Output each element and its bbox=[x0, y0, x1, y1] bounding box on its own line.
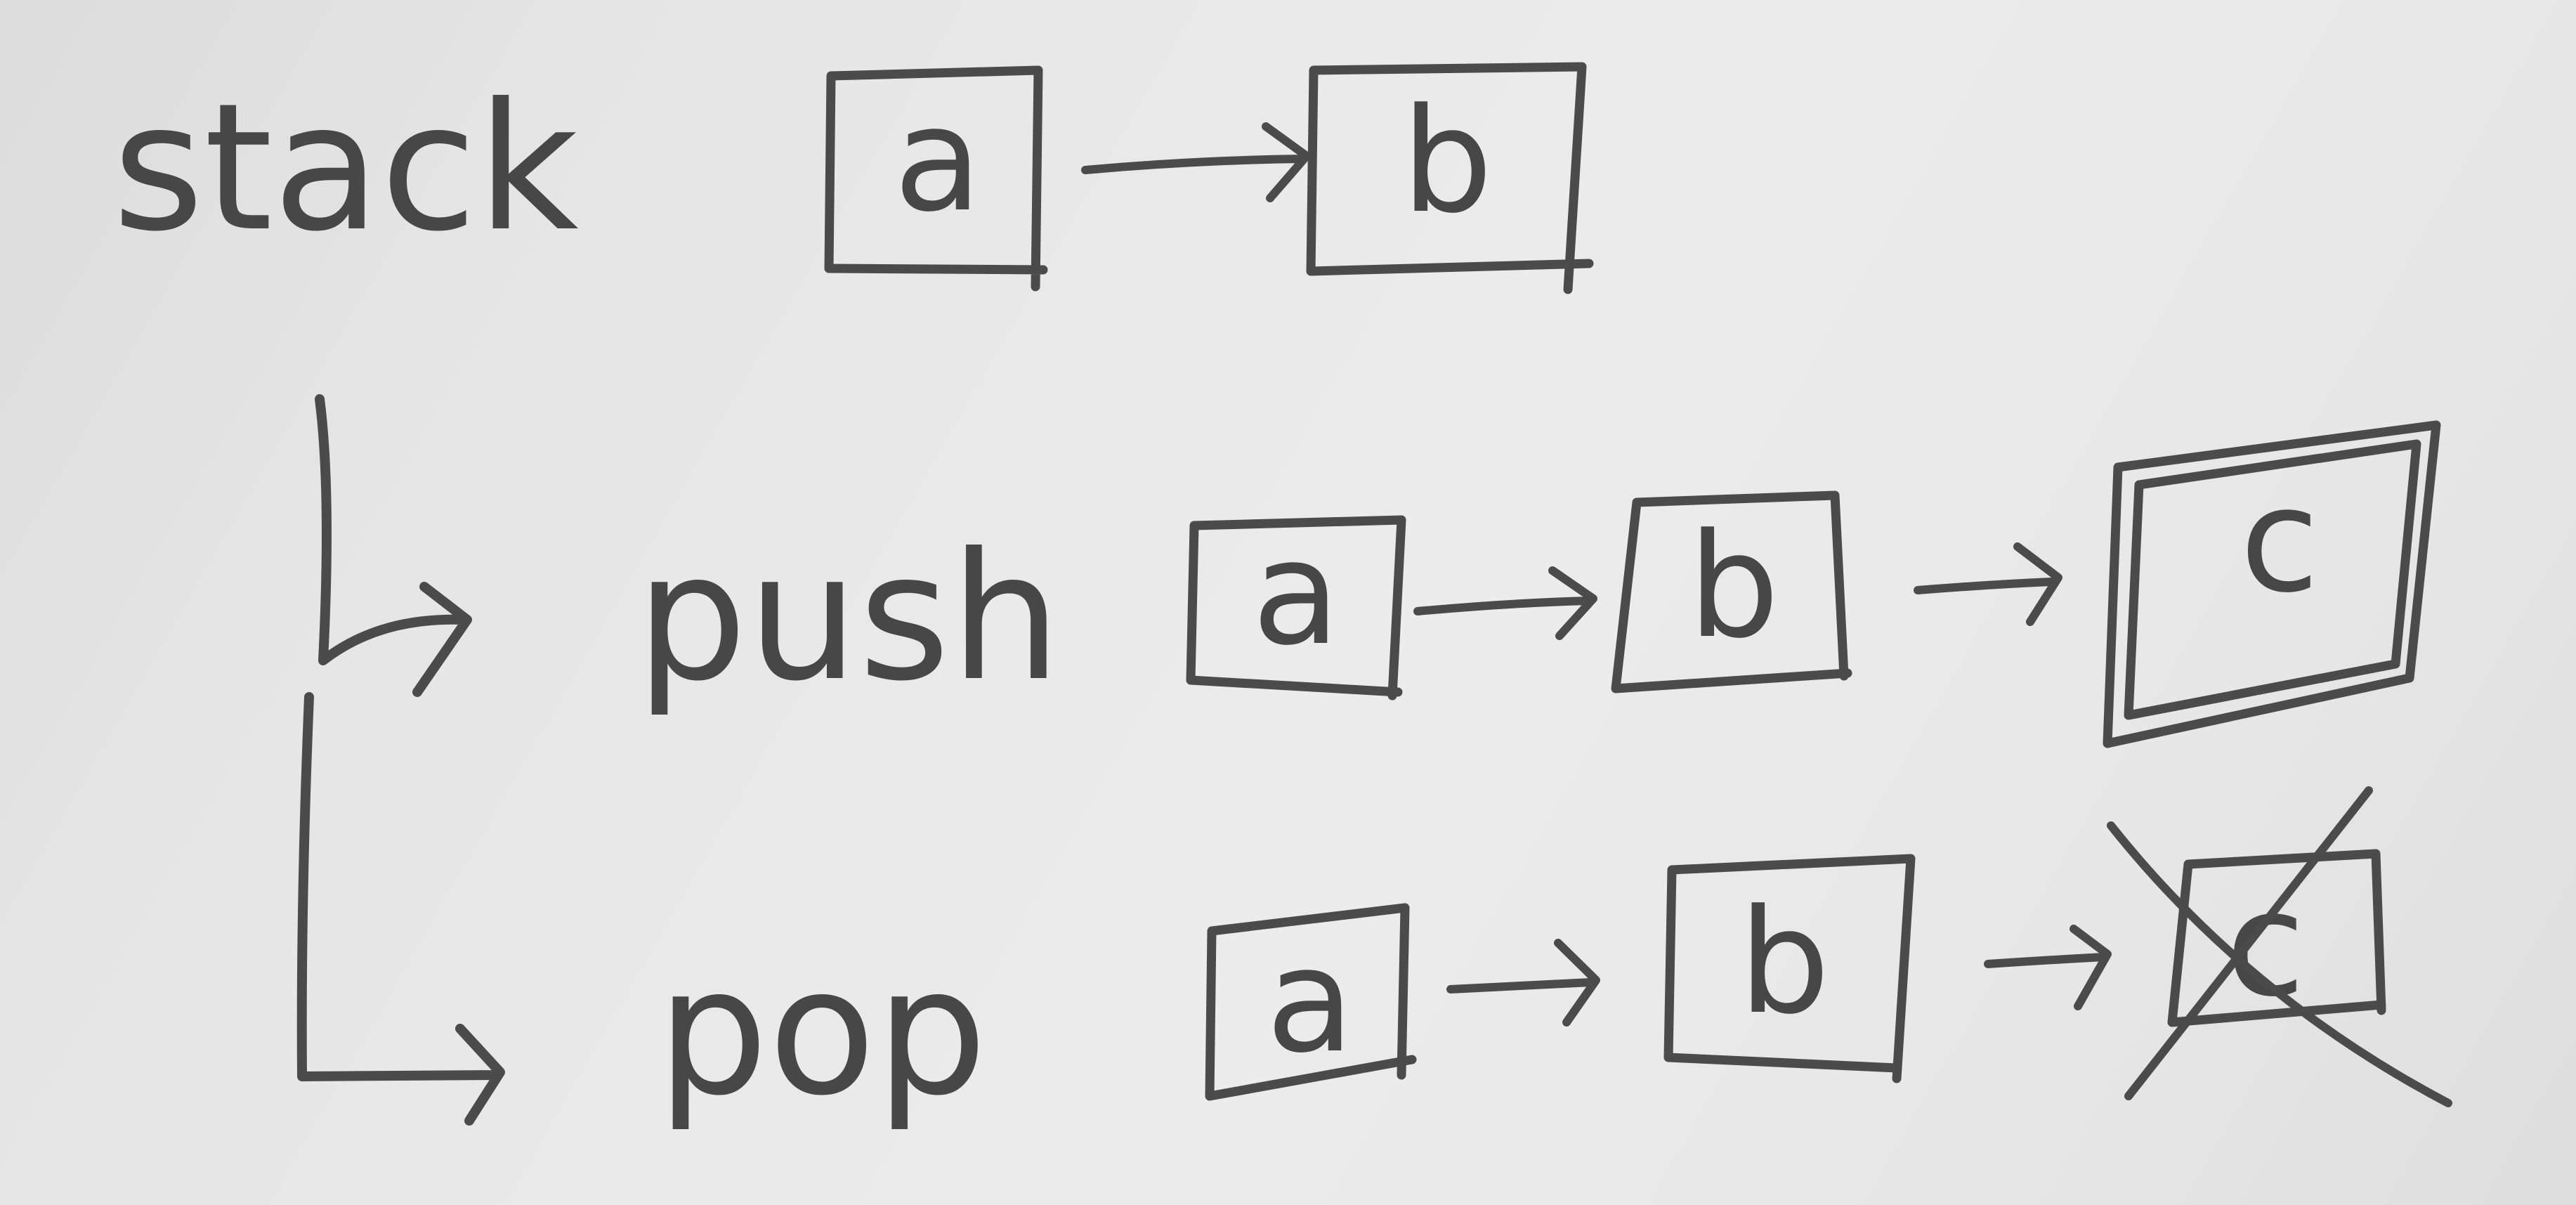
push-node-b: b bbox=[1611, 490, 1852, 693]
push-label: push bbox=[636, 515, 1061, 719]
cross-out-mark bbox=[2107, 786, 2452, 1107]
push-node-c-highlighted: c bbox=[2103, 420, 2441, 748]
push-arrow-b-c bbox=[1914, 542, 2062, 626]
pop-label: pop bbox=[657, 930, 987, 1134]
pop-arrow-b-c bbox=[1984, 925, 2112, 1010]
push-arrow-a-b bbox=[1413, 566, 1597, 640]
pop-node-c-removed: c bbox=[2107, 786, 2452, 1107]
push-node-c-text: c bbox=[2240, 457, 2320, 625]
pop-node-a: a bbox=[1205, 903, 1417, 1101]
push-node-b-text: b bbox=[1688, 503, 1779, 670]
pop-node-a-text: a bbox=[1266, 918, 1354, 1085]
stack-node-a: a bbox=[824, 65, 1048, 292]
push-branch-arrow bbox=[315, 394, 472, 697]
pop-branch-arrow bbox=[296, 692, 505, 1126]
pop-arrow-a-b bbox=[1446, 939, 1600, 1027]
stack-node-a-text: a bbox=[894, 77, 982, 244]
stack-node-b: b bbox=[1306, 62, 1594, 294]
operations-bracket bbox=[296, 394, 505, 1126]
stack-arrow-a-b bbox=[1081, 122, 1311, 202]
stack-label: stack bbox=[112, 65, 579, 270]
pop-node-b: b bbox=[1663, 854, 1916, 1083]
push-node-a-text: a bbox=[1252, 510, 1340, 677]
stack-node-b-text: b bbox=[1401, 78, 1493, 245]
push-node-a: a bbox=[1186, 510, 1406, 701]
pop-node-b-text: b bbox=[1739, 879, 1830, 1046]
